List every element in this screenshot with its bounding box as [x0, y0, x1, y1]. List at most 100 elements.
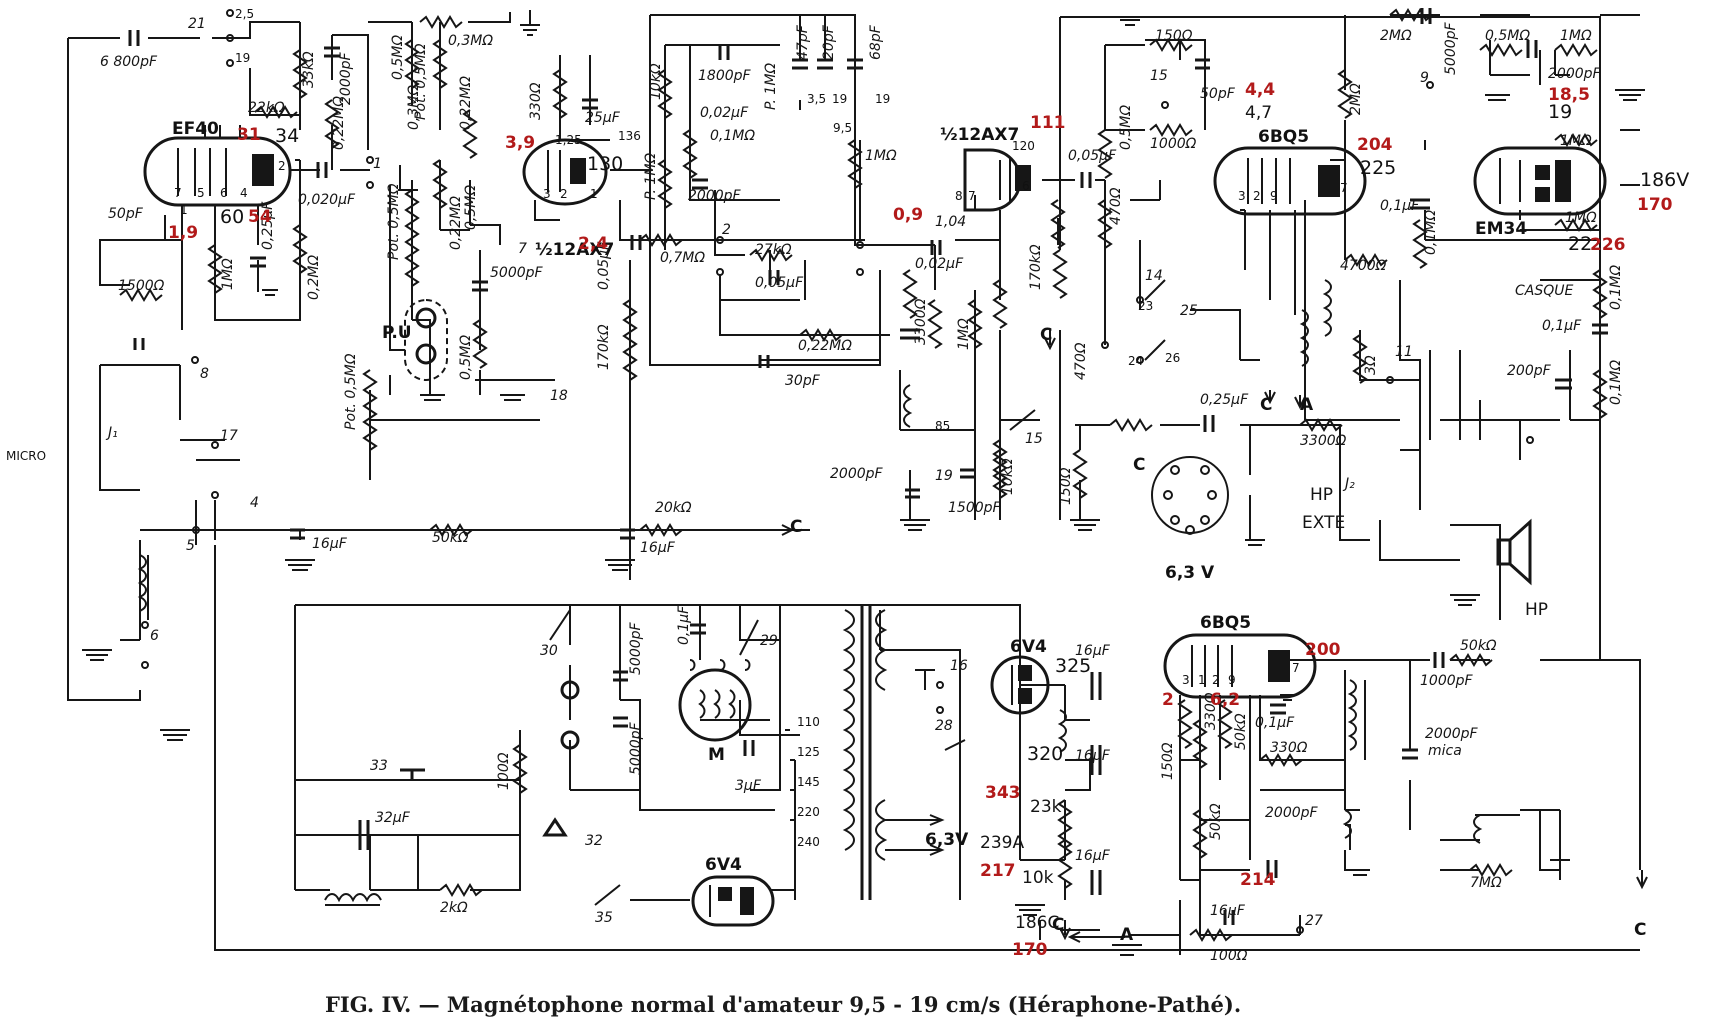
switch-pos: 7 — [518, 241, 527, 257]
comp-value: 3μF — [735, 778, 762, 794]
comp-value: 1000Ω — [1150, 136, 1197, 152]
comp-value: 0,02μF — [700, 105, 749, 121]
switch-pos: 19 — [235, 51, 250, 65]
label-pot-c: Pot. 0,5MΩ — [413, 43, 429, 120]
comp-value: 1500Ω — [118, 278, 165, 294]
pin-number: 6 — [1022, 179, 1030, 193]
switch-pos: 30 — [540, 643, 558, 659]
comp-value: 16μF — [1075, 643, 1111, 659]
pu-connector — [404, 299, 580, 750]
label-j2: J₂ — [1342, 476, 1355, 492]
comp-value: 0,5MΩ — [1118, 105, 1134, 150]
comp-value: 2000pF — [688, 188, 742, 204]
switch-pos: 3,5 — [807, 92, 826, 106]
misc-labels: MICRO P.U CASQUE HP HP EXTE J₁ J₂ M C C … — [6, 43, 1646, 945]
tube-ef40 — [143, 136, 292, 207]
pin-number: 2 — [278, 159, 286, 173]
octal-socket — [1151, 456, 1229, 535]
capacitor-symbols — [128, 8, 1608, 925]
switch-pos: 18 — [550, 388, 568, 404]
speaker-symbol — [1496, 518, 1532, 586]
comp-value: 50kΩ — [1460, 638, 1497, 654]
pin-number: 1 — [180, 203, 188, 217]
pin-number: 9 — [1270, 189, 1278, 203]
pin-number: 7 — [968, 189, 976, 203]
label-c-1: C — [1040, 325, 1052, 345]
red-note: 2,4 — [578, 234, 608, 254]
comp-value: 330Ω — [1270, 740, 1308, 756]
red-note: 4,7 — [1245, 103, 1272, 123]
label-c-4: C — [790, 517, 802, 537]
switch-pos: 19 — [875, 92, 890, 106]
comp-value: 50kΩ — [432, 530, 469, 546]
comp-value: 0,22MΩ — [798, 338, 852, 354]
comp-value: 0,05μF — [755, 275, 804, 291]
tube-6v4-top — [990, 655, 1050, 715]
pin-number: 1 — [1198, 673, 1206, 687]
comp-value: 6 800pF — [100, 54, 158, 70]
voltage: 1,04 — [935, 214, 966, 230]
label-micro: MICRO — [6, 449, 46, 463]
comp-value: 0,1MΩ — [710, 128, 755, 144]
red-note: 200 — [1305, 640, 1341, 660]
pin-number: 2 — [1253, 189, 1261, 203]
label-hp: HP — [1525, 600, 1548, 620]
comp-value: 100Ω — [1210, 948, 1248, 964]
pin-number: 1 — [590, 187, 598, 201]
tube-ax7-a — [522, 138, 608, 206]
comp-value: 0,3MΩ — [448, 33, 493, 49]
pin-number: 3 — [543, 187, 551, 201]
switch-position-labels: 21 2,5 19 1 7 2 8 17 4 5 6 18 3,5 19 9,5… — [150, 7, 1429, 929]
label-pot-1b: P. 1MΩ — [763, 63, 779, 110]
switch-pos: 25 — [1180, 303, 1198, 319]
red-note: 170 — [1012, 940, 1048, 960]
label-pot-1: P. 1MΩ — [643, 153, 659, 200]
comp-value: 0,22MΩ — [448, 196, 464, 250]
comp-value: 330Ω — [1203, 692, 1219, 730]
label-pu: P.U — [382, 323, 412, 343]
power-transformer — [842, 605, 945, 900]
comp-value: 1MΩ — [1565, 210, 1597, 226]
comp-value: 3300Ω — [1300, 433, 1347, 449]
comp-value: 33kΩ — [301, 51, 317, 88]
hw-note: 23k — [1030, 797, 1062, 817]
comp-value: 0,5MΩ — [1485, 28, 1530, 44]
pin-number: 8 — [955, 189, 963, 203]
switch-pos: 33 — [370, 758, 388, 774]
switch-pos: 19 — [935, 468, 953, 484]
pin-number: 3 — [1182, 673, 1190, 687]
comp-value: 32μF — [375, 810, 411, 826]
label-mica: mica — [1428, 743, 1462, 759]
tube-6bq5-top — [1213, 146, 1367, 216]
switch-pos: 2,5 — [235, 7, 254, 21]
red-note: 6,2 — [1210, 690, 1240, 710]
comp-value: 50kΩ — [1233, 713, 1249, 750]
comp-value: 470Ω — [1108, 187, 1124, 225]
switch-pos: 2 — [722, 222, 731, 238]
comp-value: 0,22MΩ — [458, 76, 474, 130]
comp-value: 1,25 — [555, 133, 582, 147]
switch-pos: 29 — [760, 633, 778, 649]
comp-value: 150Ω — [1155, 28, 1193, 44]
switch-contacts — [141, 9, 1534, 934]
label-a-1: A — [1300, 395, 1314, 415]
comp-value: 0,020μF — [298, 192, 356, 208]
tap-220: 220 — [797, 805, 820, 819]
comp-value: 0,1MΩ — [1423, 210, 1439, 255]
red-note: 204 — [1357, 135, 1393, 155]
comp-value: 1800pF — [698, 68, 752, 84]
motor-symbol — [678, 668, 752, 742]
comp-value: 5000pF — [628, 721, 644, 775]
comp-value: 150Ω — [1160, 742, 1176, 780]
label-6v3-b: 6,3V — [925, 830, 969, 850]
comp-value: 50kΩ — [1208, 803, 1224, 840]
comp-value: 2000pF — [338, 51, 354, 105]
comp-value: 470Ω — [1073, 342, 1089, 380]
switch-pos: 21 — [188, 16, 206, 32]
comp-value: 16μF — [640, 540, 676, 556]
comp-value: 47pF — [795, 24, 811, 60]
switch-pos: 1 — [373, 156, 382, 172]
pin-number: 7 — [1340, 181, 1348, 195]
voltage: 34 — [275, 125, 299, 147]
switch-pos: 9,5 — [833, 121, 852, 135]
